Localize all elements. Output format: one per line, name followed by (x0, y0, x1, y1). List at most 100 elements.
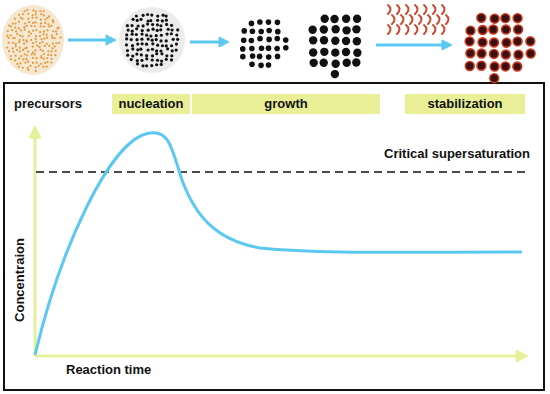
particle (137, 24, 140, 27)
particle (342, 15, 350, 23)
particle (48, 15, 50, 17)
particle (490, 14, 499, 23)
particle (165, 44, 168, 47)
particles (6, 9, 535, 83)
particle (249, 21, 255, 27)
particle (156, 44, 159, 47)
particle (22, 39, 24, 41)
particle (26, 9, 28, 11)
particle (34, 25, 36, 27)
particle (266, 19, 272, 25)
particle (35, 66, 37, 68)
particle (10, 55, 12, 57)
particle (140, 53, 143, 56)
particle (22, 58, 24, 60)
particle (55, 30, 57, 32)
particle (330, 15, 338, 23)
particle (131, 30, 134, 33)
particle (30, 39, 32, 41)
particle (32, 51, 34, 53)
particle (170, 44, 173, 47)
particle (309, 59, 317, 67)
axes (29, 126, 528, 362)
particle (51, 37, 53, 39)
particle (15, 30, 17, 32)
particle (160, 63, 163, 66)
particle (40, 22, 42, 24)
particle (342, 37, 350, 45)
particle (50, 54, 52, 56)
particle (24, 61, 26, 63)
particle (32, 62, 34, 64)
particle (26, 25, 28, 27)
particle (130, 58, 133, 61)
arrow-line (376, 44, 444, 47)
particle (31, 53, 33, 55)
threshold-line (36, 171, 527, 173)
particle (165, 58, 168, 61)
particle (28, 21, 30, 23)
particle (514, 25, 523, 34)
ligand (433, 5, 436, 14)
particle (150, 14, 153, 17)
particle (23, 42, 25, 44)
particle (165, 23, 168, 26)
arrow-line (68, 39, 108, 42)
particle (502, 38, 511, 47)
particle (147, 37, 150, 40)
particle (27, 18, 29, 20)
ligand (415, 25, 418, 34)
particle (160, 34, 163, 37)
ligands (388, 5, 449, 34)
particle (167, 28, 170, 31)
particle (171, 49, 174, 52)
particle (24, 28, 26, 30)
particle (38, 65, 40, 67)
particle (155, 52, 158, 55)
x-axis (35, 355, 518, 358)
particle (12, 51, 14, 53)
particle (35, 62, 37, 64)
particle (125, 33, 128, 36)
particle (165, 19, 168, 22)
particle (19, 34, 21, 36)
ligand (419, 15, 422, 24)
particle (257, 19, 263, 25)
particle (309, 48, 317, 56)
particle (136, 48, 139, 51)
particle (20, 17, 22, 19)
particle (141, 29, 144, 32)
particle (26, 54, 28, 56)
particle (266, 45, 272, 51)
particle (156, 14, 159, 17)
particle (59, 36, 61, 38)
particle (51, 47, 53, 49)
particle (258, 29, 264, 35)
particle (39, 10, 41, 12)
particle (40, 25, 42, 27)
particle (54, 54, 56, 56)
particle (27, 50, 29, 52)
particle (501, 50, 510, 59)
particle (283, 37, 289, 43)
particle (18, 41, 20, 43)
phase-band: stabilization (405, 94, 525, 114)
particle (130, 24, 133, 27)
axis-arrow (29, 126, 41, 138)
particle (43, 53, 45, 55)
particle (140, 59, 143, 62)
particle (145, 43, 148, 46)
particle (35, 13, 37, 15)
particle (465, 37, 474, 46)
particle (11, 29, 13, 31)
particle (18, 27, 20, 29)
process-arrows (68, 35, 452, 50)
particle (47, 54, 49, 56)
particle (125, 37, 128, 40)
particle (40, 13, 42, 15)
particle (14, 18, 16, 20)
particle (35, 41, 37, 43)
particle (52, 21, 54, 23)
particle (176, 38, 179, 41)
